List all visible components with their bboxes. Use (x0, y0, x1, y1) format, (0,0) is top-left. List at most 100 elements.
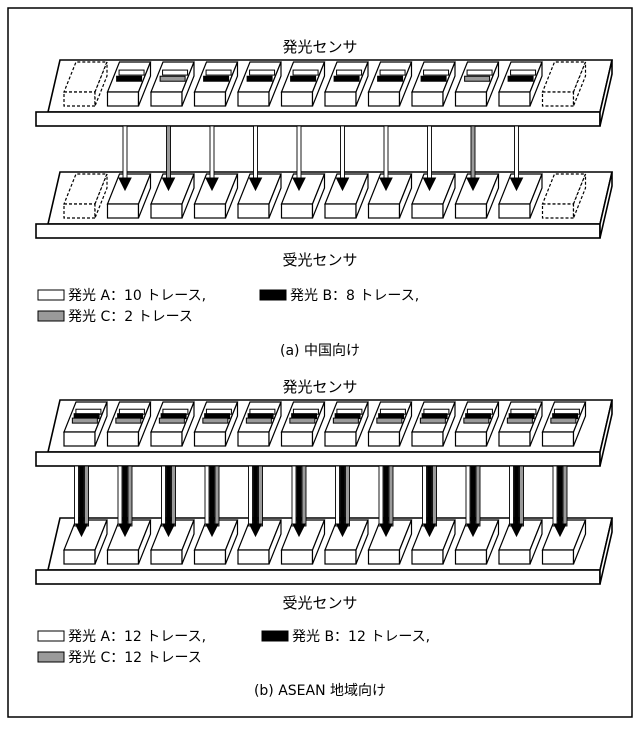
a-emitter-module-side (224, 61, 239, 107)
b-beam-arrow-shaft-0 (509, 465, 514, 527)
legend-b-swatch-gray (37, 651, 65, 663)
panel-b-emitter-label: 発光センサ (282, 378, 357, 396)
a-receiver-module (367, 173, 413, 219)
a-emitter-module-led-1 (116, 75, 143, 82)
a-receiver-module-front (150, 203, 183, 219)
a-beam-arrow-head (205, 177, 219, 192)
legend-a-text-emitter-c: 発光 C：2 トレース (68, 309, 193, 325)
b-beam-arrow-shaft-2 (475, 465, 481, 527)
a-beam-arrow-shaft-0 (166, 125, 171, 181)
b-emitter-module (411, 401, 456, 447)
a-receiver-module-side (355, 173, 369, 219)
a-receiver-module (541, 173, 587, 219)
a-beam-arrow (335, 125, 350, 192)
b-receiver-module (106, 519, 152, 565)
a-receiver-module (498, 173, 543, 219)
b-emitter-module-front (367, 431, 401, 447)
b-emitter-module-front (150, 431, 183, 447)
a-receiver-module-front (367, 203, 401, 219)
b-receiver-module-side (268, 519, 282, 565)
b-emitter-module-led-2 (245, 417, 272, 424)
a-receiver-module-front (63, 203, 96, 219)
b-beam-arrow-shaft-2 (84, 465, 89, 527)
a-receiver-board-front-face (35, 223, 601, 239)
a-emitter-module-side (572, 61, 587, 107)
b-beam-arrow-head (248, 523, 263, 538)
a-emitter-module-led-0 (292, 69, 319, 76)
b-emitter-module (193, 401, 239, 447)
a-beam-arrow-shaft-0 (470, 125, 476, 181)
b-beam-arrow-head (161, 523, 176, 538)
b-emitter-module-led-2 (419, 417, 446, 424)
b-beam-arrow (248, 465, 263, 538)
a-beam-arrow-shaft-0 (209, 125, 215, 181)
a-emitter-module (280, 61, 326, 107)
b-beam-arrow-shaft-2 (345, 465, 350, 527)
a-beam-arrow-shaft-0 (296, 125, 302, 181)
b-emitter-module-led-2 (289, 417, 316, 424)
a-beam-arrow-shaft-0 (340, 125, 345, 181)
a-receiver-module-side (181, 173, 195, 219)
a-emitter-module-led-1 (464, 75, 491, 82)
panel-a-emitter-label: 発光センサ (282, 38, 357, 56)
b-beam-arrow-shaft-0 (335, 465, 340, 527)
b-receiver-module-front (280, 549, 314, 565)
b-emitter-module-side (311, 401, 326, 447)
a-emitter-module-led-0 (379, 69, 406, 76)
b-receiver-module (63, 519, 108, 565)
b-beam-arrow (335, 465, 350, 538)
b-receiver-module-front (454, 549, 488, 565)
b-receiver-module-front (541, 549, 575, 565)
b-beam-arrow-shaft-0 (248, 465, 253, 527)
legend-b-text-emitter-a: 発光 A：12 トレース, (68, 629, 206, 645)
b-emitter-board-front-face (35, 451, 601, 467)
b-emitter-module-side (268, 401, 282, 447)
a-emitter-board-front-face (35, 111, 601, 127)
b-beam-arrow-shaft-2 (258, 465, 263, 527)
a-beam-arrow (118, 125, 132, 192)
b-receiver-module (280, 519, 326, 565)
a-emitter-module (193, 61, 239, 107)
a-receiver-module-front (280, 203, 314, 219)
b-beam-arrow-shaft-1 (383, 465, 389, 527)
b-beam-arrow-head (118, 523, 132, 538)
b-beam-arrow-head (205, 523, 219, 538)
legend-a-text-emitter-a: 発光 A：10 トレース, (68, 288, 206, 304)
a-emitter-module-front (106, 91, 140, 107)
b-emitter-module-led-2 (506, 417, 533, 424)
b-beam-arrow-shaft-1 (253, 465, 258, 527)
a-emitter-module-led-1 (159, 75, 186, 82)
a-emitter-module-front (280, 91, 314, 107)
b-receiver-board-side-face (599, 517, 613, 585)
a-beam-arrow-head (335, 177, 350, 192)
b-beam-arrow (74, 465, 89, 538)
a-emitter-module-side (181, 61, 195, 107)
a-emitter-module-side (311, 61, 326, 107)
b-beam-arrow (465, 465, 481, 538)
a-emitter-module-front (150, 91, 183, 107)
b-beam-arrow-shaft-1 (340, 465, 345, 527)
b-beam-arrow-shaft-2 (301, 465, 307, 527)
a-receiver-module (106, 173, 152, 219)
panel-b-arrows (74, 465, 568, 538)
a-emitter-module-led-0 (205, 69, 232, 76)
legend-b-swatch-black (261, 630, 289, 642)
panel-b-caption: (b) ASEAN 地域向け (254, 683, 386, 699)
b-beam-arrow-shaft-1 (122, 465, 128, 527)
b-beam-arrow (204, 465, 220, 538)
a-emitter-module-led-0 (249, 69, 276, 76)
a-beam-arrow-head (292, 177, 306, 192)
b-emitter-module-led-2 (202, 417, 229, 424)
a-receiver-module-side (311, 173, 326, 219)
a-emitter-module-front (63, 91, 96, 107)
b-emitter-module-side (181, 401, 195, 447)
b-beam-arrow-shaft-1 (470, 465, 476, 527)
b-receiver-module-side (224, 519, 239, 565)
a-emitter-module-front (454, 91, 488, 107)
a-emitter-module-front (237, 91, 270, 107)
b-beam-arrow-head (292, 523, 306, 538)
b-receiver-module-side (181, 519, 195, 565)
b-beam-arrow-head (509, 523, 524, 538)
b-receiver-module (454, 519, 500, 565)
a-receiver-module-front (411, 203, 444, 219)
